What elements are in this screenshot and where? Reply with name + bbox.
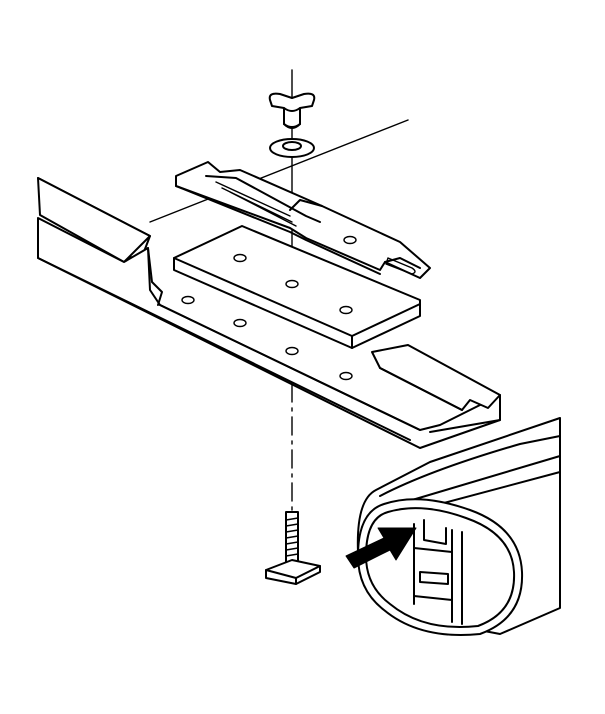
plate-hole [339,305,353,315]
plate-hole [233,253,247,263]
crossbar-extrusion [356,417,561,636]
rail-hole [339,371,353,381]
rail-hole [285,346,299,356]
plate-hole [285,279,299,289]
bracket-hole [343,235,357,245]
side-rail [37,177,501,449]
rail-hole [181,295,195,305]
t-bolt [265,511,321,585]
mounting-bracket [175,161,431,279]
direction-arrow [345,527,417,569]
rail-hole [233,318,247,328]
bracket-slot [385,257,416,275]
construction-line [149,119,409,223]
washer [269,138,315,158]
mounting-plate [173,225,421,349]
knob-nut [268,92,316,129]
